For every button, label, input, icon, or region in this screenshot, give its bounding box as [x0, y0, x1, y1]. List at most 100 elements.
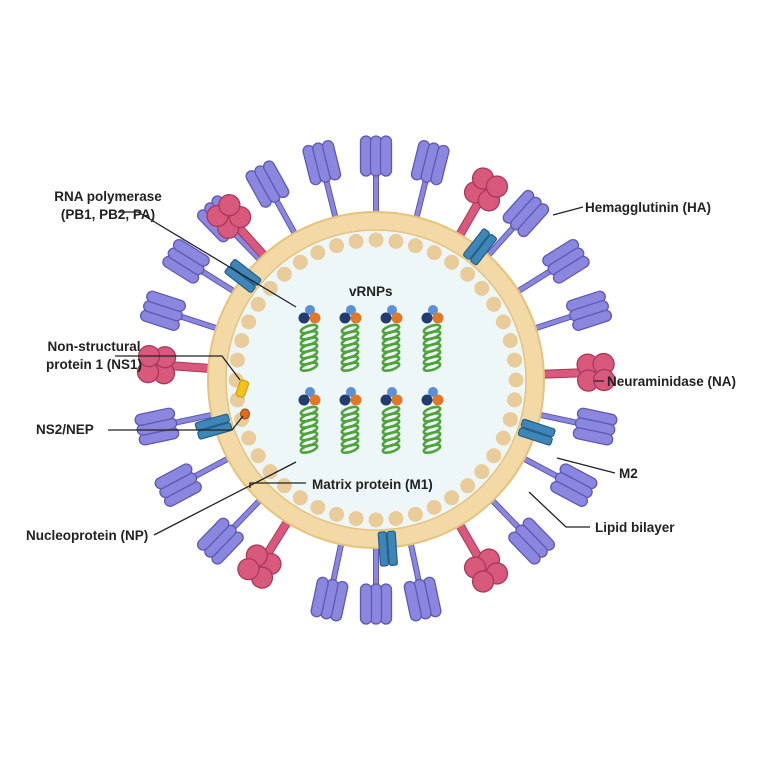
- hemagglutinin-spike: [537, 407, 618, 446]
- nucleoprotein-coil: [340, 361, 360, 373]
- leader-nucleoprotein: [153, 461, 297, 536]
- neuraminidase-spike: [206, 194, 269, 261]
- m2-helix: [194, 413, 230, 431]
- neuraminidase-subunit: [471, 570, 495, 593]
- leader-rna-polymerase: [118, 211, 297, 308]
- hemagglutinin-spike: [139, 290, 220, 332]
- hemagglutinin-spike: [154, 455, 232, 507]
- leader-hemagglutinin: [552, 206, 584, 216]
- m2-helix: [224, 266, 256, 293]
- hemagglutinin-spike: [245, 160, 299, 237]
- hemagglutinin-monomer: [196, 517, 230, 551]
- vrnp-segment: [421, 305, 444, 373]
- leader-ns2-nep: [108, 415, 244, 431]
- polymerase-pb2: [391, 312, 403, 324]
- matrix-protein-bead: [276, 266, 292, 282]
- label-neuraminidase: Neuraminidase (NA): [607, 374, 737, 389]
- matrix-protein-bead: [292, 490, 308, 506]
- polymerase-pb2: [350, 312, 362, 324]
- m2-ion-channels: [194, 228, 556, 567]
- polymerase-pb2: [350, 394, 362, 406]
- leader-m2: [556, 457, 616, 474]
- matrix-protein-bead: [241, 430, 257, 446]
- neuraminidase-stalk: [454, 198, 484, 239]
- m2-helix: [197, 422, 233, 440]
- m2-channel: [224, 258, 262, 293]
- label-lipid-bilayer: Lipid bilayer: [595, 520, 675, 535]
- hemagglutinin-monomer: [572, 427, 614, 446]
- neuraminidase-stalk: [541, 368, 583, 379]
- hemagglutinin-monomer: [172, 238, 210, 267]
- label-nucleoprotein: Nucleoprotein (NP): [26, 528, 149, 543]
- leader-lipid-bilayer: [528, 491, 590, 528]
- neuraminidase-stalk: [262, 517, 293, 558]
- leader-matrix-protein: [249, 482, 306, 488]
- hemagglutinin-monomer: [430, 144, 450, 186]
- matrix-protein-bead: [486, 448, 502, 464]
- matrix-protein-bead: [250, 296, 266, 312]
- neuraminidase-spike: [237, 517, 293, 589]
- matrix-protein-bead: [388, 233, 404, 249]
- matrix-protein-bead: [507, 392, 523, 408]
- label-ns2-nep: NS2/NEP: [36, 422, 94, 437]
- hemagglutinin-spike: [403, 541, 442, 622]
- m2-channel: [463, 228, 498, 266]
- matrix-protein-bead: [474, 280, 490, 296]
- leader-ns1: [115, 355, 241, 381]
- nucleoprotein-coil: [422, 361, 442, 373]
- hemagglutinin-monomer: [517, 203, 550, 238]
- matrix-protein-bead: [444, 490, 460, 506]
- polymerase-pa: [387, 305, 397, 315]
- m2-helix: [386, 530, 398, 566]
- polymerase-pb2: [432, 312, 444, 324]
- polymerase-pa: [387, 387, 397, 397]
- hemagglutinin-monomer: [134, 407, 176, 426]
- hemagglutinin-monomer: [262, 160, 290, 199]
- hemagglutinin-spike: [302, 140, 342, 221]
- neuraminidase-subunit: [592, 368, 616, 392]
- ns1-protein: [235, 379, 250, 398]
- polymerase-pb1: [339, 312, 351, 324]
- polymerase-pb2: [391, 394, 403, 406]
- label-ns1-line1: Non-structural: [47, 339, 141, 354]
- matrix-protein-bead: [507, 352, 523, 368]
- polymerase-pa: [346, 305, 356, 315]
- polymerase-pb2: [432, 394, 444, 406]
- matrix-protein-bead: [229, 352, 245, 368]
- matrix-protein-bead: [241, 314, 257, 330]
- matrix-protein-bead: [262, 280, 278, 296]
- neuraminidase-spike: [454, 167, 509, 239]
- hemagglutinin-monomer: [550, 481, 589, 507]
- hemagglutinin-monomer: [508, 531, 541, 565]
- matrix-protein-bead: [460, 478, 476, 494]
- hemagglutinin-spike: [310, 541, 349, 622]
- neuraminidase-subunit: [485, 175, 509, 198]
- matrix-protein-bead: [495, 314, 511, 330]
- matrix-protein-bead: [292, 254, 308, 270]
- matrix-protein-bead: [388, 511, 404, 527]
- vrnp-segment: [380, 387, 403, 455]
- neuraminidase-spike: [541, 352, 616, 392]
- hemagglutinin-spike: [359, 545, 393, 625]
- label-non-structural-protein: Non-structural protein 1 (NS1): [20, 338, 168, 374]
- vrnp-segment: [339, 387, 362, 455]
- matrix-protein-layer: [228, 232, 524, 528]
- hemagglutinin-spike: [196, 496, 264, 565]
- matrix-protein-bead: [502, 333, 518, 349]
- matrix-protein-bead: [348, 511, 364, 527]
- matrix-protein-bead: [262, 464, 278, 480]
- vrnp-segments: [298, 305, 444, 455]
- polymerase-pb2: [309, 312, 321, 324]
- lipid-bilayer-envelope: [207, 211, 545, 549]
- m2-helix: [470, 233, 498, 266]
- hemagglutinin-monomer: [379, 135, 393, 177]
- m2-channel: [194, 413, 233, 440]
- nucleoprotein-coil: [422, 443, 442, 455]
- hemagglutinin-monomer: [154, 463, 193, 490]
- neuraminidase-subunit: [218, 194, 241, 217]
- label-rna-polymerase: RNA polymerase (PB1, PB2, PA): [18, 188, 198, 224]
- polymerase-pb1: [421, 312, 433, 324]
- label-ns1-line2: protein 1 (NS1): [45, 357, 142, 372]
- hemagglutinin-monomer: [403, 580, 422, 622]
- matrix-protein-bead: [329, 238, 345, 254]
